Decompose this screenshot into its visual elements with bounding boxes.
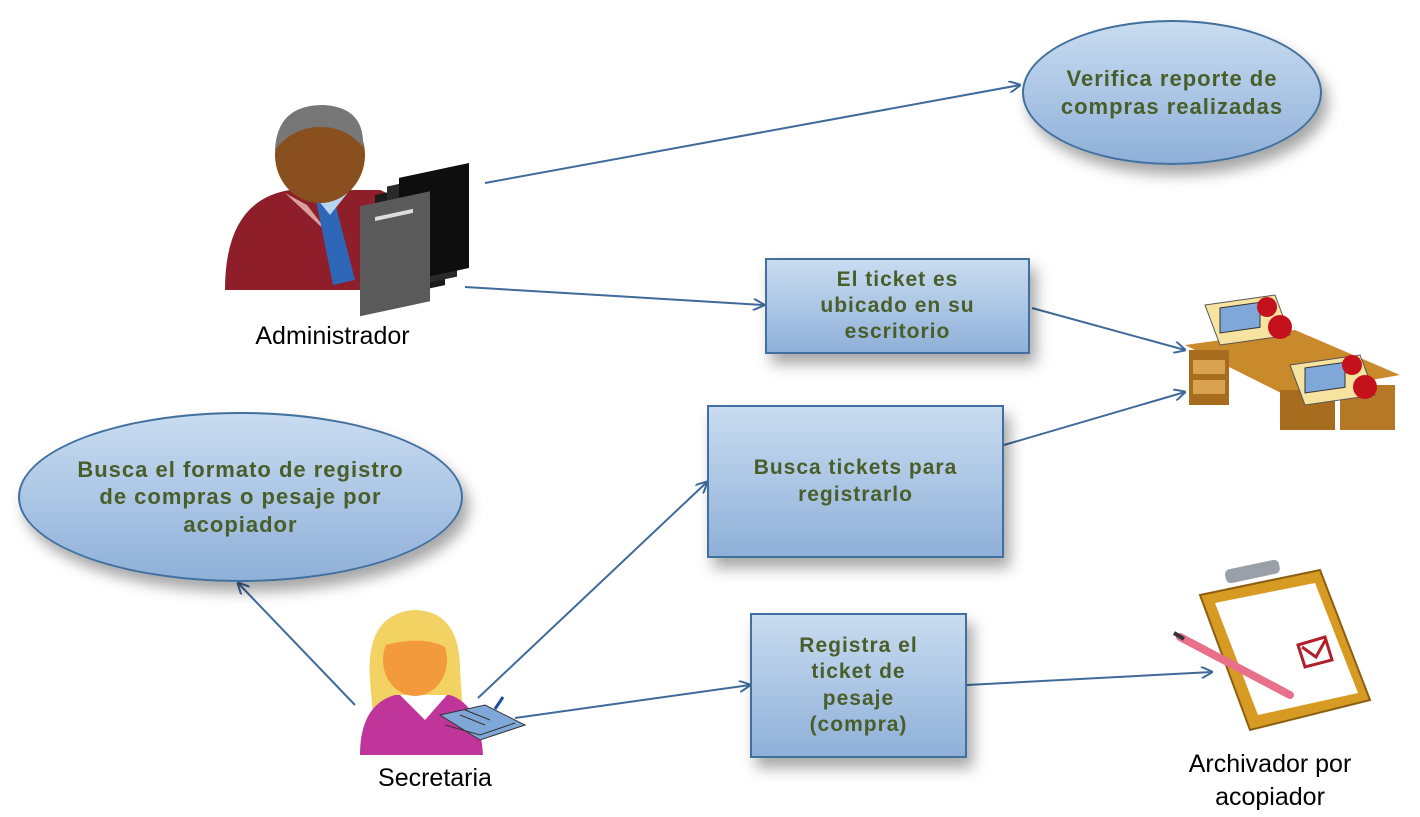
desk-icon	[1185, 294, 1400, 430]
label-administrador: Administrador	[255, 322, 410, 350]
arrow-admin-to-desk-ticket	[464, 286, 764, 305]
node-busca-tickets: Busca tickets para registrarlo	[707, 405, 1004, 558]
label-secretaria: Secretaria	[378, 764, 492, 792]
administrator-icon	[225, 105, 469, 317]
node-registra-ticket: Registra el ticket de pesaje (compra)	[750, 613, 967, 758]
arrow-desk-ticket-to-desk	[1031, 307, 1185, 350]
arrow-secretary-to-search-format	[238, 583, 356, 706]
arrow-register-to-archive	[966, 672, 1212, 686]
arrow-search-tickets-to-desk	[1003, 392, 1185, 446]
arrow-admin-to-verify	[484, 85, 1020, 184]
node-verifica-reporte: Verifica reporte de compras realizadas	[1022, 20, 1322, 165]
node-verifica-reporte-text: Verifica reporte de compras realizadas	[1060, 66, 1284, 119]
clipboard-icon	[1172, 559, 1372, 732]
arrow-secretary-to-search-tickets	[477, 482, 707, 699]
arrow-secretary-to-register	[514, 685, 750, 719]
node-busca-tickets-text: Busca tickets para registrarlo	[753, 456, 958, 506]
node-ticket-escritorio-text: El ticket es ubicado en su escritorio	[820, 267, 975, 344]
node-busca-formato-text: Busca el formato de registro de compras …	[77, 456, 404, 537]
node-ticket-escritorio: El ticket es ubicado en su escritorio	[765, 258, 1030, 354]
node-registra-ticket-text: Registra el ticket de pesaje (compra)	[799, 634, 918, 736]
secretary-icon	[360, 610, 527, 755]
node-busca-formato: Busca el formato de registro de compras …	[18, 412, 463, 582]
label-archivador: Archivador por acopiador	[1188, 750, 1352, 811]
